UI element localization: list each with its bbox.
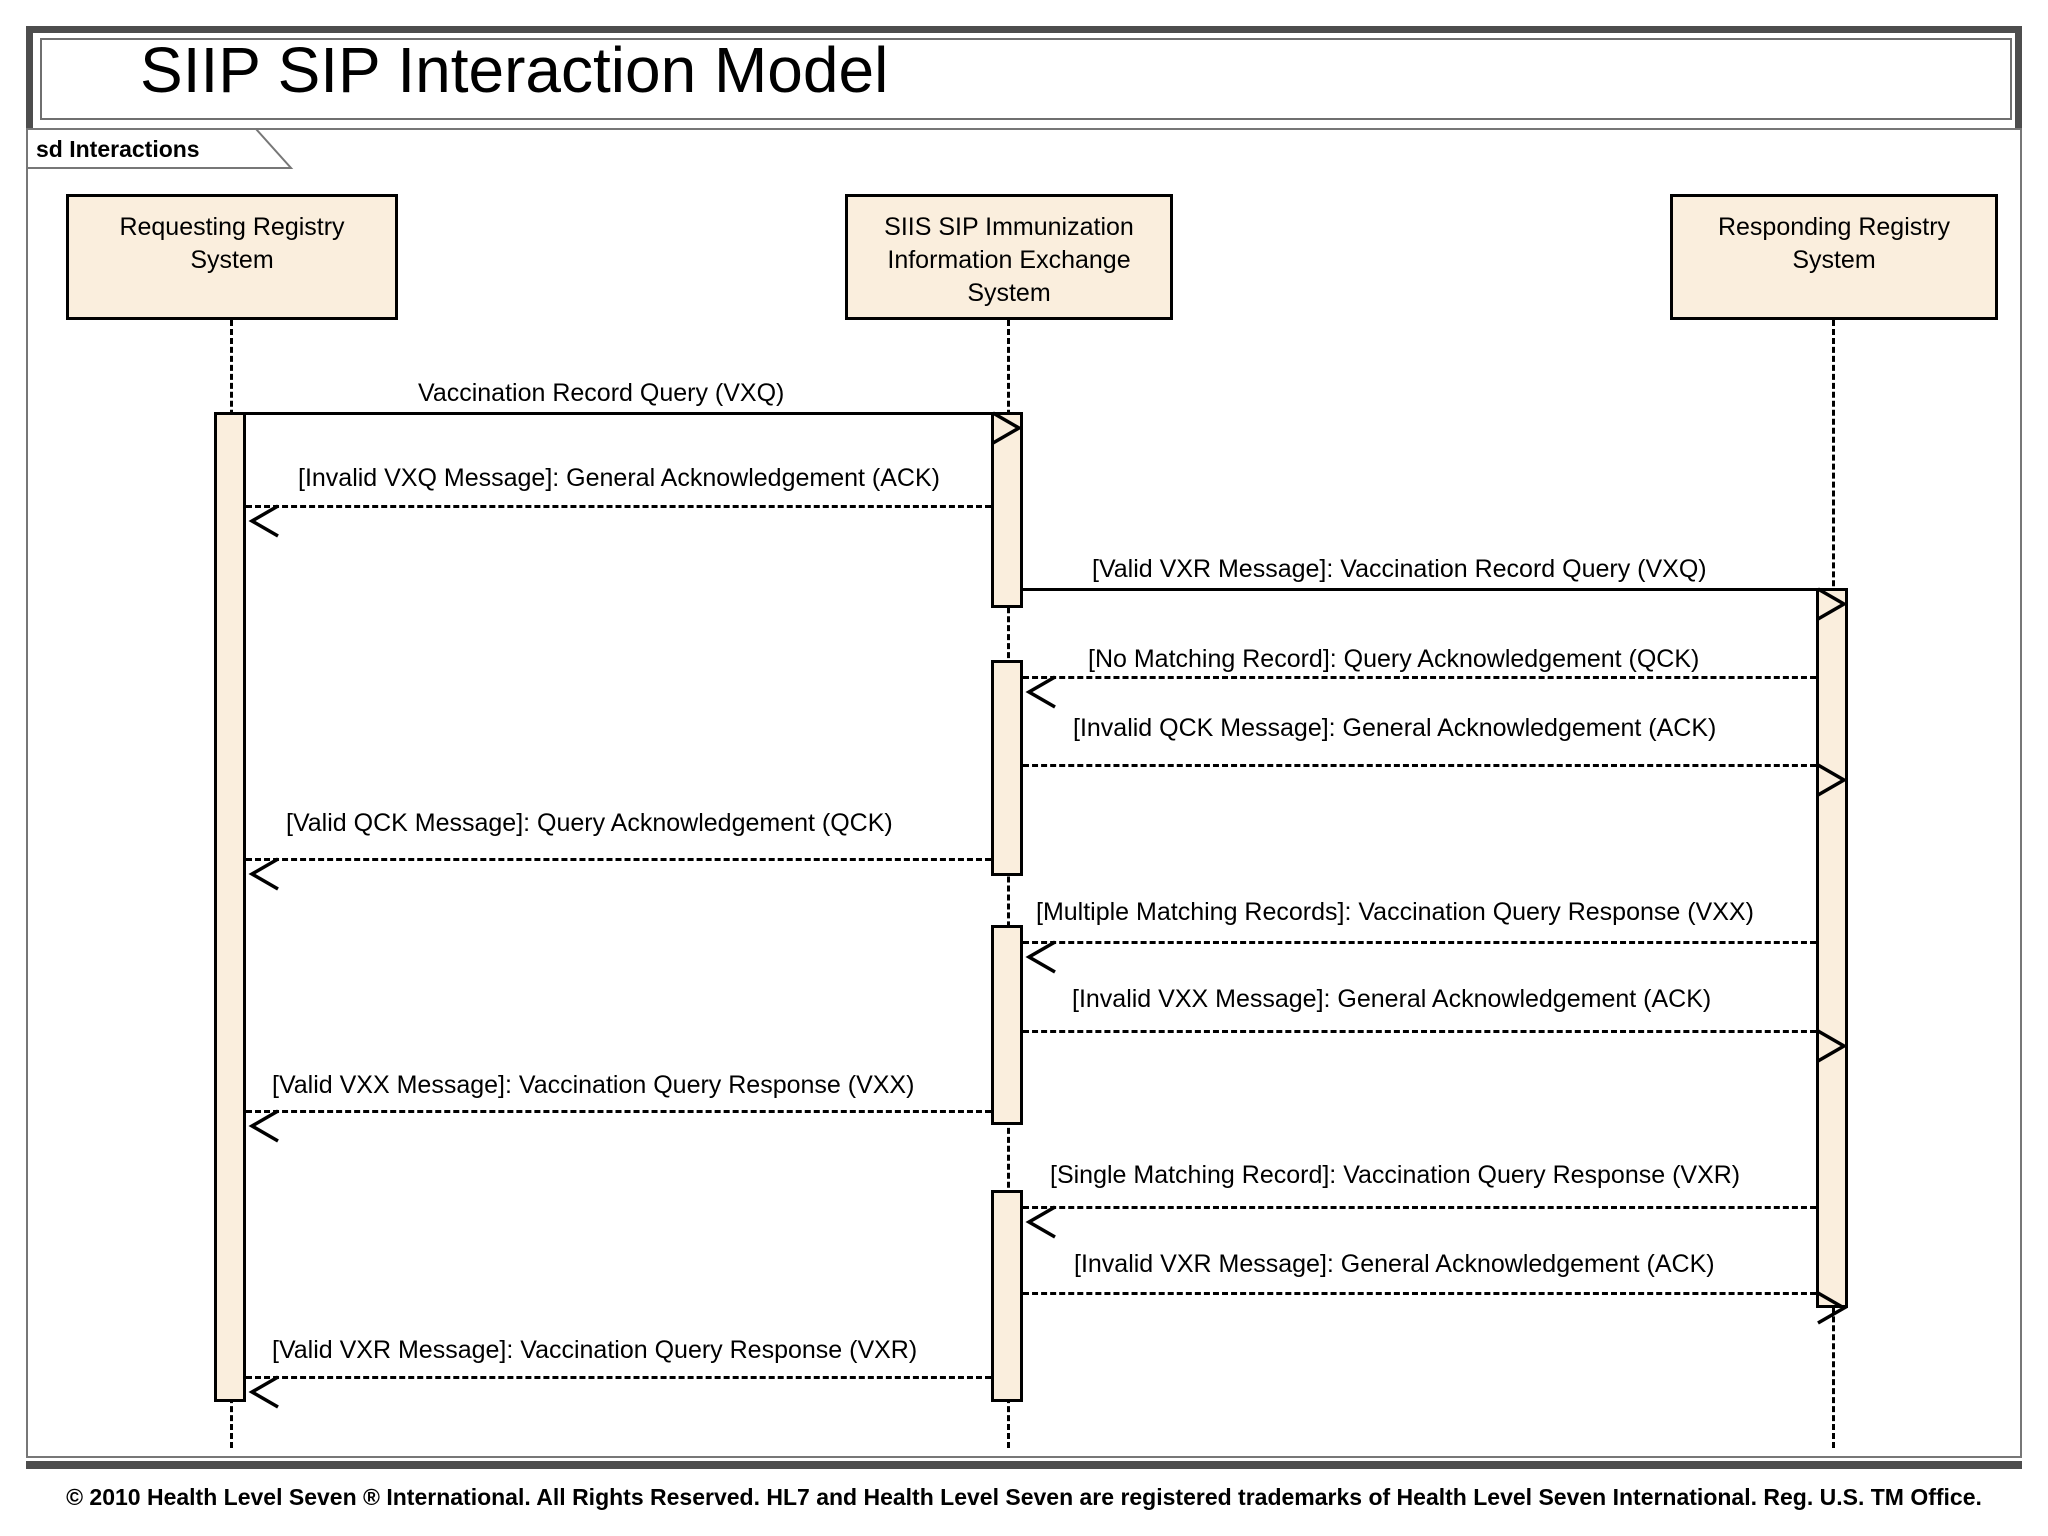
- page-title: SIIP SIP Interaction Model: [140, 34, 889, 106]
- message-label-5: [Invalid QCK Message]: General Acknowled…: [1073, 714, 1717, 742]
- message-label-9: [Valid VXX Message]: Vaccination Query R…: [272, 1071, 915, 1099]
- message-label-4: [No Matching Record]: Query Acknowledgem…: [1088, 645, 1700, 673]
- message-label-8: [Invalid VXX Message]: General Acknowled…: [1072, 985, 1712, 1013]
- message-line-12: [246, 1376, 991, 1379]
- message-label-3: [Valid VXR Message]: Vaccination Record …: [1092, 555, 1707, 583]
- message-line-3: [1021, 588, 1816, 591]
- lifeline-head-siis[interactable]: SIIS SIP Immunization Information Exchan…: [845, 194, 1173, 320]
- activation-bar-responding: [1816, 588, 1848, 1308]
- lifeline-label-requesting: Requesting Registry System: [119, 213, 345, 274]
- message-line-1: [216, 412, 991, 415]
- message-line-11: [1023, 1292, 1816, 1295]
- lifeline-label-responding: Responding Registry System: [1717, 213, 1951, 274]
- message-label-1: Vaccination Record Query (VXQ): [418, 379, 785, 407]
- activation-bar-siis-1: [991, 412, 1023, 608]
- message-line-6: [246, 858, 991, 861]
- lifeline-head-requesting[interactable]: Requesting Registry System: [66, 194, 398, 320]
- lifeline-head-responding[interactable]: Responding Registry System: [1670, 194, 1998, 320]
- message-line-2: [246, 505, 991, 508]
- title-band: [40, 38, 2012, 120]
- message-line-10: [1023, 1206, 1816, 1209]
- lifeline-label-siis: SIIS SIP Immunization Information Exchan…: [884, 213, 1134, 307]
- activation-bar-siis-3: [991, 925, 1023, 1125]
- message-label-10: [Single Matching Record]: Vaccination Qu…: [1050, 1161, 1741, 1189]
- footer-divider: [26, 1461, 2022, 1469]
- message-label-7: [Multiple Matching Records]: Vaccination…: [1036, 898, 1754, 926]
- message-line-4: [1023, 676, 1816, 679]
- lifeline-line-siis: [1007, 320, 1010, 1448]
- activation-bar-siis-4: [991, 1190, 1023, 1402]
- sd-frame-tag-shape: [26, 128, 294, 169]
- message-label-11: [Invalid VXR Message]: General Acknowled…: [1074, 1250, 1715, 1278]
- activation-bar-siis-2: [991, 660, 1023, 876]
- message-line-7: [1023, 941, 1816, 944]
- footer-copyright: © 2010 Health Level Seven ® Internationa…: [66, 1484, 1982, 1510]
- message-label-6: [Valid QCK Message]: Query Acknowledgeme…: [286, 809, 893, 837]
- sd-frame-tag-label: sd Interactions: [36, 136, 200, 162]
- sequence-diagram-frame: [26, 128, 2022, 1458]
- message-line-9: [246, 1110, 991, 1113]
- sd-frame-tag: [26, 128, 294, 170]
- message-line-5: [1023, 764, 1816, 767]
- activation-bar-requesting: [214, 412, 246, 1402]
- message-label-12: [Valid VXR Message]: Vaccination Query R…: [272, 1336, 918, 1364]
- message-label-2: [Invalid VXQ Message]: General Acknowled…: [298, 464, 940, 492]
- message-line-8: [1023, 1030, 1816, 1033]
